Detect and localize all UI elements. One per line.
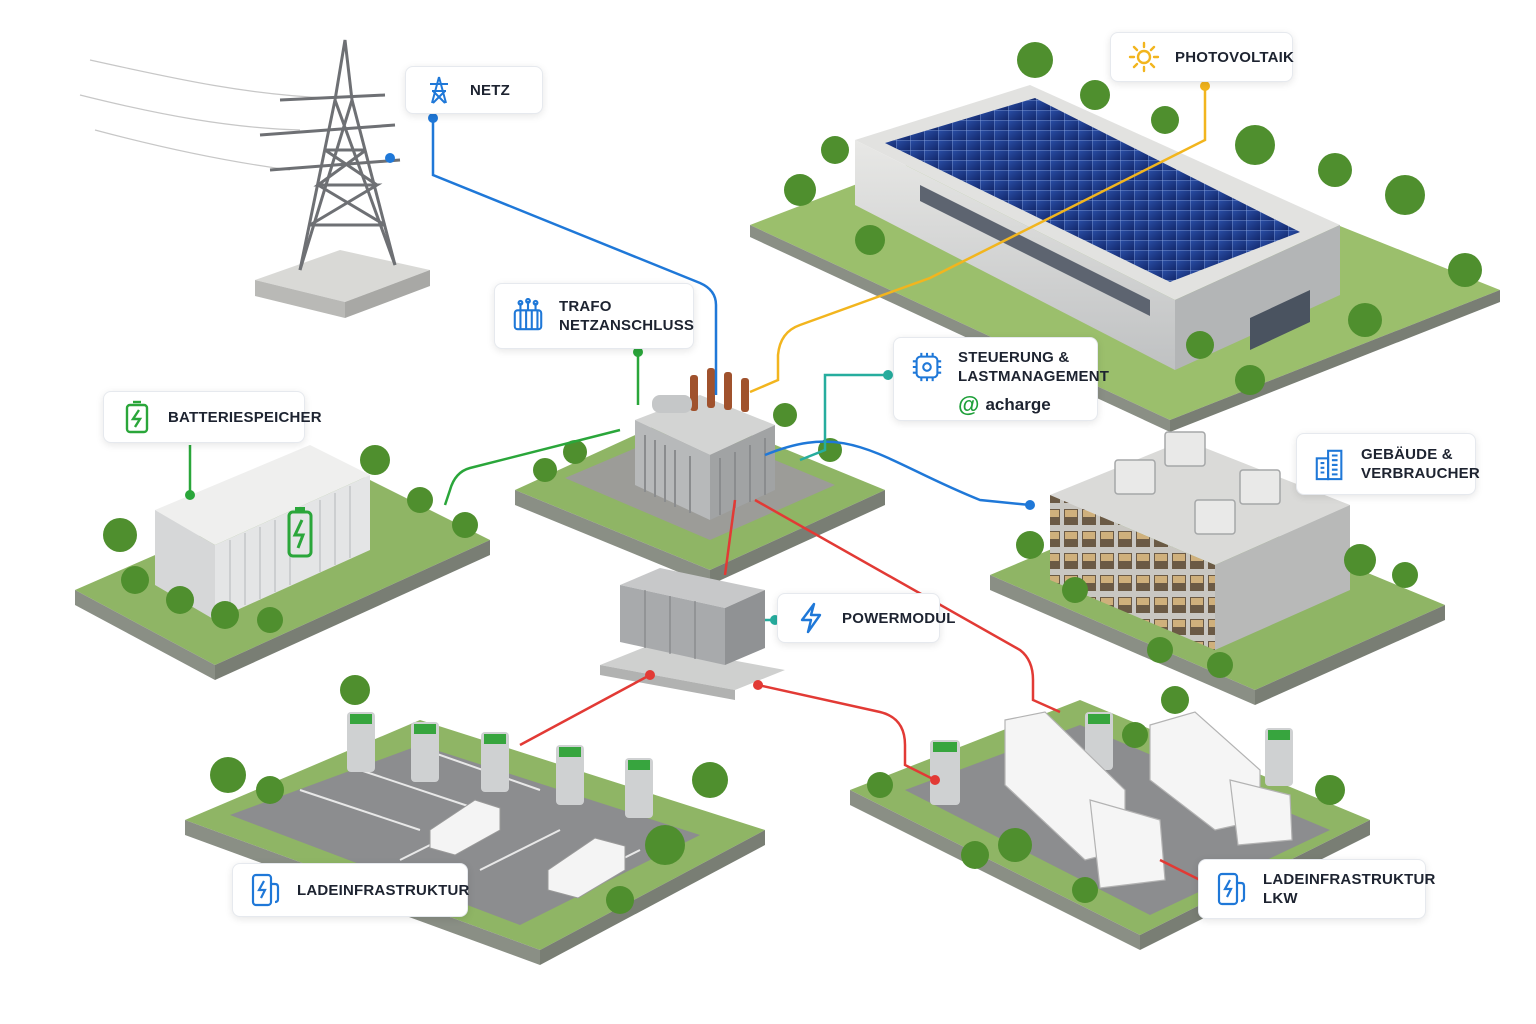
transformer-yard bbox=[515, 368, 885, 585]
warehouse-with-photovoltaic bbox=[750, 85, 1500, 432]
label-batterie: BATTERIESPEICHER bbox=[103, 391, 322, 443]
battery-icon bbox=[120, 400, 154, 434]
trees bbox=[103, 42, 1482, 914]
label-trafo-text: TRAFO NETZANSCHLUSS bbox=[559, 298, 695, 334]
label-ladeinfrastruktur-lkw-text: LADEINFRASTRUKTUR LKW bbox=[1263, 871, 1436, 907]
power-pylon bbox=[79, 39, 430, 318]
battery-container bbox=[75, 445, 490, 680]
lightning-icon bbox=[794, 601, 828, 635]
label-powermodul: POWERMODUL bbox=[777, 593, 955, 643]
label-photovoltaik-text: PHOTOVOLTAIK bbox=[1175, 48, 1295, 66]
label-photovoltaik: PHOTOVOLTAIK bbox=[1110, 32, 1295, 82]
transformer-icon bbox=[511, 298, 545, 333]
label-gebaeude: GEBÄUDE & VERBRAUCHER bbox=[1296, 433, 1480, 495]
acharge-logo-name: acharge bbox=[985, 395, 1051, 414]
label-batterie-text: BATTERIESPEICHER bbox=[168, 408, 322, 426]
label-powermodul-text: POWERMODUL bbox=[842, 609, 956, 627]
label-ladeinfrastruktur-text: LADEINFRASTRUKTUR bbox=[297, 881, 470, 899]
power-pylon-icon bbox=[422, 73, 456, 107]
grid-lines bbox=[431, 118, 1031, 507]
chip-gear-icon bbox=[910, 350, 944, 384]
battery-lines bbox=[188, 352, 640, 506]
ev-charger-icon bbox=[1215, 872, 1249, 906]
power-lines bbox=[519, 498, 1201, 882]
power-module-cabinet bbox=[600, 568, 785, 700]
label-ladeinfrastruktur: LADEINFRASTRUKTUR bbox=[232, 863, 470, 917]
charger-stations bbox=[347, 712, 653, 818]
office-building bbox=[990, 431, 1445, 705]
label-netz-text: NETZ bbox=[470, 81, 510, 99]
label-netz: NETZ bbox=[405, 66, 543, 114]
ev-charger-icon bbox=[249, 873, 283, 907]
label-steuerung: STEUERUNG & LASTMANAGEMENT @ acharge bbox=[893, 337, 1109, 421]
label-gebaeude-text: GEBÄUDE & VERBRAUCHER bbox=[1361, 446, 1480, 482]
buildings-icon bbox=[1313, 447, 1347, 481]
acharge-logo: @ acharge bbox=[958, 394, 1109, 416]
label-steuerung-text: STEUERUNG & LASTMANAGEMENT bbox=[958, 349, 1110, 385]
sun-icon bbox=[1127, 40, 1161, 74]
acharge-logo-symbol: @ bbox=[958, 392, 980, 417]
label-trafo: TRAFO NETZANSCHLUSS bbox=[494, 283, 694, 349]
solar-line bbox=[749, 86, 1207, 394]
label-ladeinfrastruktur-lkw: LADEINFRASTRUKTUR LKW bbox=[1198, 859, 1435, 919]
